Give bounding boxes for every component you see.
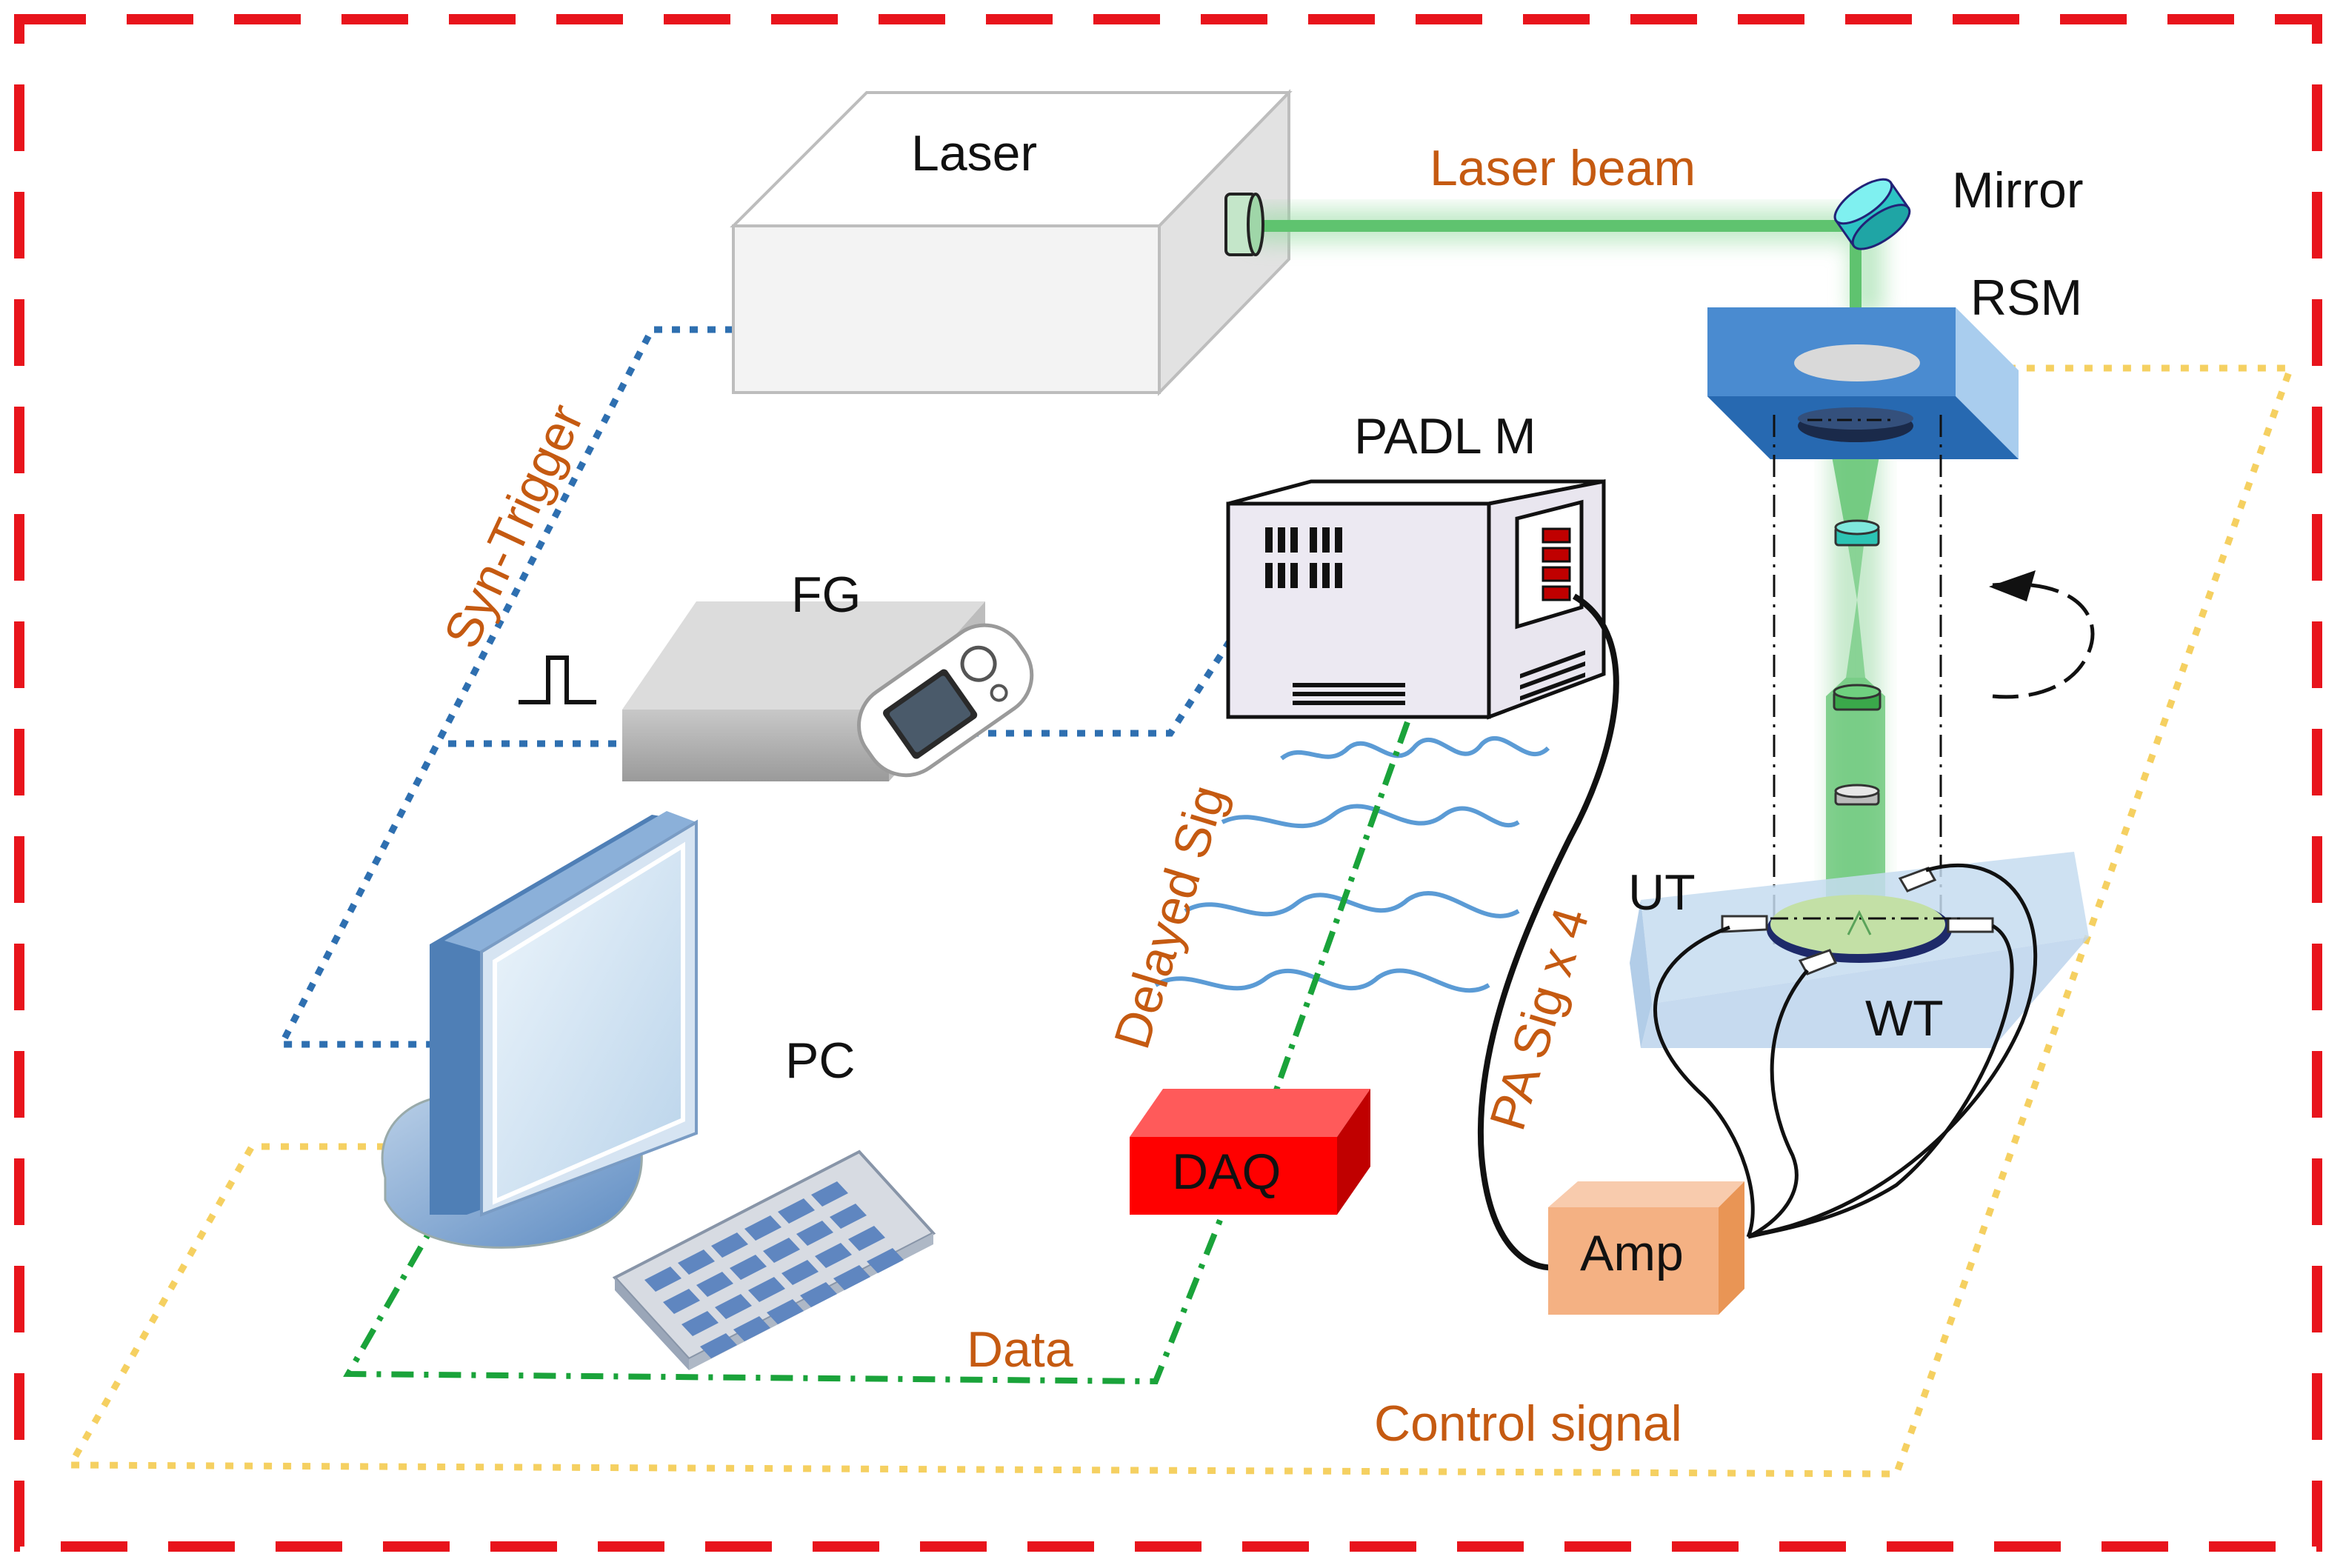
padl-m-box xyxy=(1226,478,1606,720)
laser-label: Laser xyxy=(911,125,1037,181)
laser-beam-label: Laser beam xyxy=(1430,140,1696,196)
delayed-signal-wave-2 xyxy=(1221,804,1520,829)
mirror-label: Mirror xyxy=(1952,162,2084,218)
function-generator xyxy=(622,601,1034,781)
laser-output-lens xyxy=(1224,193,1264,256)
ut-cables xyxy=(1653,864,2038,1239)
amplifier-box xyxy=(1548,1181,1744,1315)
rsm-box xyxy=(1707,307,2019,459)
delayed-sig-label: Delayed Sig xyxy=(1104,779,1237,1055)
mirror xyxy=(1833,178,1911,250)
wt-label: WT xyxy=(1865,990,1944,1047)
data-label: Data xyxy=(967,1321,1073,1378)
amp-label: Amp xyxy=(1580,1225,1684,1281)
syn-trigger-label: Syn-Trigger xyxy=(433,396,595,657)
data-line-pc xyxy=(343,1204,1225,1385)
fg-label: FG xyxy=(791,567,861,623)
daq-label: DAQ xyxy=(1172,1144,1281,1200)
fg-to-padl-line xyxy=(970,633,1236,737)
control-signal-label: Control signal xyxy=(1374,1395,1682,1452)
rotation-arrow-icon xyxy=(1989,570,2095,699)
optic-lens-3 xyxy=(1834,784,1880,806)
daq-box xyxy=(1130,1089,1370,1215)
optic-lens-2 xyxy=(1833,684,1882,711)
padl-m-label: PADL M xyxy=(1354,408,1536,464)
laser-box xyxy=(730,89,1293,396)
pa-signal-cable xyxy=(1477,593,1619,1271)
ultrasound-transducer-ring xyxy=(1721,867,1994,975)
syn-trigger-line xyxy=(276,326,733,1048)
pulse-icon xyxy=(519,655,596,704)
control-signal-line xyxy=(64,364,2296,1478)
data-line xyxy=(1271,721,1410,1098)
delayed-signal-wave-1 xyxy=(1280,736,1550,761)
pc-label: PC xyxy=(785,1032,855,1089)
pc-monitor xyxy=(381,811,698,1249)
optic-lens-1 xyxy=(1834,519,1880,547)
delayed-signal-wave-4 xyxy=(1154,968,1490,993)
outer-border xyxy=(14,14,2322,1552)
ut-label: UT xyxy=(1628,864,1696,921)
keyboard xyxy=(612,1150,936,1370)
rsm-label: RSM xyxy=(1970,270,2082,326)
delayed-signal-wave-3 xyxy=(1184,891,1520,918)
